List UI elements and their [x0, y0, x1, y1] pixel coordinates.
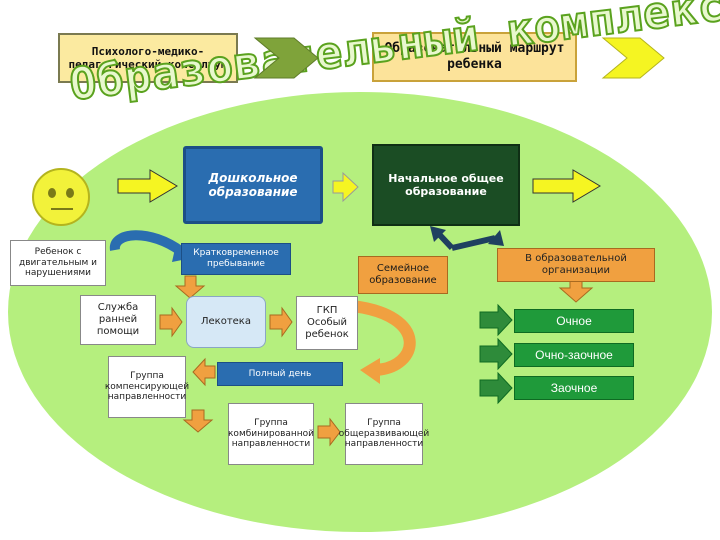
arrow-to-forms: [558, 279, 594, 303]
arrow-to-preschool: [117, 169, 178, 203]
family-box: Семейное образование: [358, 256, 448, 294]
full-day-box: Полный день: [217, 362, 343, 386]
in-org-label: В образовательной организации: [525, 253, 627, 276]
header-arrow-yellow: [601, 37, 665, 79]
comb-group-box: Группа комбинированной направленности: [228, 403, 314, 465]
form-full-label: Очное: [556, 313, 592, 328]
comp-group-box: Группа компенсирующей направленности: [104, 356, 190, 418]
arrow-to-lekoteka: [159, 306, 183, 338]
gen-group-label: Группа общеразвивающей направленности: [338, 417, 430, 450]
curved-arrow-orange: [351, 300, 416, 376]
arrow-short-stay-down: [174, 275, 206, 299]
full-day-label: Полный день: [248, 368, 312, 379]
primary-box: Начальное общее образование: [372, 144, 520, 226]
form-mixed-label: Очно-заочное: [535, 347, 613, 362]
arrow-between-groups: [317, 417, 341, 447]
primary-label: Начальное общее образование: [388, 171, 504, 198]
preschool-box: Дошкольное образование: [183, 146, 323, 224]
family-label: Семейное образование: [369, 263, 437, 286]
form-full-box: Очное: [514, 309, 634, 333]
arrow-between-levels: [332, 171, 359, 203]
comb-group-label: Группа комбинированной направленности: [228, 417, 315, 450]
arrow-to-form-part: [479, 371, 513, 405]
comp-group-label: Группа компенсирующей направленности: [104, 370, 190, 403]
consilium-box: Психолого-медико-педагогический консилиу…: [58, 33, 238, 83]
arrow-to-form-mixed: [479, 337, 513, 371]
form-part-box: Заочное: [514, 376, 634, 400]
arrow-to-comp-group: [192, 357, 216, 387]
gkp-box: ГКП Особый ребенок: [296, 296, 358, 350]
header-arrow-green: [253, 37, 319, 79]
lekoteka-box: Лекотека: [186, 296, 266, 348]
arrow-full-day-down: [182, 409, 214, 433]
child-box: Ребенок с двигательным и нарушениями: [10, 240, 106, 286]
early-help-label: Служба ранней помощи: [96, 302, 140, 337]
route-label: Образовательный маршрут ребенка: [384, 41, 565, 72]
lekoteka-label: Лекотека: [201, 316, 251, 327]
smiley-icon: [32, 168, 90, 226]
gen-group-box: Группа общеразвивающей направленности: [339, 403, 429, 465]
consilium-label: Психолого-медико-педагогический консилиу…: [68, 44, 228, 71]
form-mixed-box: Очно-заочное: [514, 343, 634, 367]
route-box: Образовательный маршрут ребенка: [372, 32, 577, 82]
preschool-label: Дошкольное образование: [208, 170, 298, 199]
gkp-label: ГКП Особый ребенок: [305, 305, 349, 340]
short-stay-label: Кратковременное пребывание: [193, 248, 279, 269]
curved-arrow-blue: [109, 230, 185, 257]
in-org-box: В образовательной организации: [497, 248, 655, 282]
arrow-to-form-full: [479, 303, 513, 337]
arrow-to-gkp: [269, 306, 293, 338]
short-stay-box: Кратковременное пребывание: [181, 243, 291, 275]
form-part-label: Заочное: [550, 380, 598, 395]
arrow-after-primary: [532, 169, 601, 203]
child-label: Ребенок с двигательным и нарушениями: [19, 246, 97, 279]
early-help-box: Служба ранней помощи: [80, 295, 156, 345]
